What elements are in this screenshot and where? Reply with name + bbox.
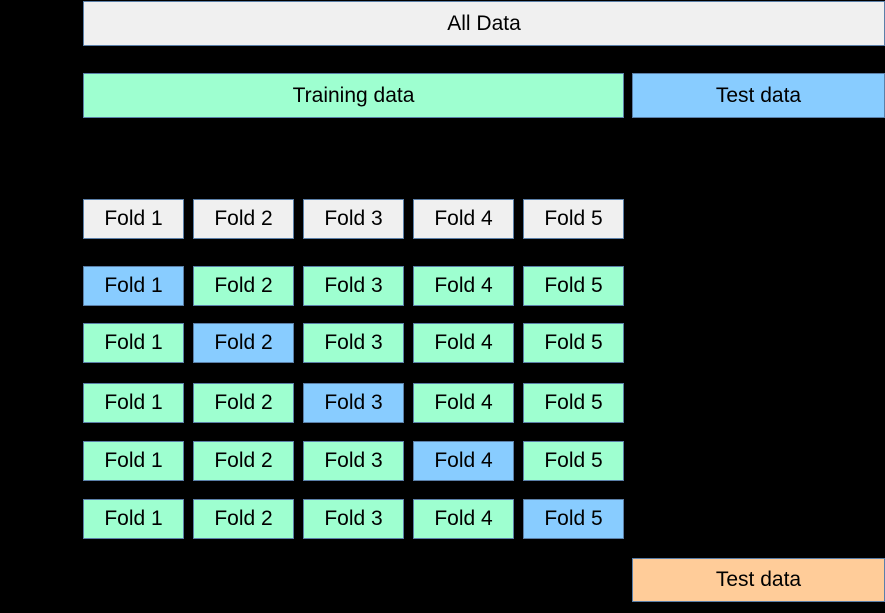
- fold-label: Fold 3: [324, 449, 383, 472]
- split-2-fold-3-training: Fold 3: [303, 323, 404, 363]
- all-data-label: All Data: [447, 11, 521, 35]
- fold-label: Fold 4: [434, 207, 493, 230]
- split-4-fold-3-training: Fold 3: [303, 441, 404, 481]
- split-2-fold-4-training: Fold 4: [413, 323, 514, 363]
- fold-label: Fold 1: [104, 507, 163, 530]
- training-data-label: Training data: [292, 83, 415, 107]
- fold-label: Fold 2: [214, 449, 273, 472]
- fold-label: Fold 1: [104, 207, 163, 230]
- fold-label: Fold 5: [544, 449, 603, 472]
- split-3-fold-5-training: Fold 5: [523, 383, 624, 423]
- fold-label: Fold 4: [434, 507, 493, 530]
- fold-label: Fold 3: [324, 274, 383, 297]
- fold-label: Fold 1: [104, 391, 163, 414]
- fold-header-1: Fold 1: [83, 199, 184, 239]
- fold-label: Fold 3: [324, 391, 383, 414]
- fold-label: Fold 2: [214, 207, 273, 230]
- fold-label: Fold 5: [544, 507, 603, 530]
- fold-label: Fold 5: [544, 207, 603, 230]
- split-4-fold-4-validation: Fold 4: [413, 441, 514, 481]
- final-test-data-label: Test data: [715, 568, 802, 591]
- fold-label: Fold 5: [544, 391, 603, 414]
- fold-header-5: Fold 5: [523, 199, 624, 239]
- fold-label: Fold 1: [104, 331, 163, 354]
- split-3-fold-2-training: Fold 2: [193, 383, 294, 423]
- split-3-fold-1-training: Fold 1: [83, 383, 184, 423]
- split-3-fold-3-validation: Fold 3: [303, 383, 404, 423]
- fold-label: Fold 5: [544, 274, 603, 297]
- split-2-fold-1-training: Fold 1: [83, 323, 184, 363]
- split-4-fold-1-training: Fold 1: [83, 441, 184, 481]
- fold-header-2: Fold 2: [193, 199, 294, 239]
- fold-label: Fold 4: [434, 331, 493, 354]
- fold-label: Fold 2: [214, 331, 273, 354]
- split-1-fold-3-training: Fold 3: [303, 266, 404, 306]
- fold-label: Fold 1: [104, 274, 163, 297]
- split-4-fold-2-training: Fold 2: [193, 441, 294, 481]
- split-5-fold-5-validation: Fold 5: [523, 499, 624, 539]
- fold-header-4: Fold 4: [413, 199, 514, 239]
- fold-label: Fold 4: [434, 274, 493, 297]
- fold-label: Fold 4: [434, 449, 493, 472]
- split-2-fold-5-training: Fold 5: [523, 323, 624, 363]
- test-data-box: Test data: [632, 73, 885, 118]
- fold-label: Fold 3: [324, 207, 383, 230]
- split-1-fold-5-training: Fold 5: [523, 266, 624, 306]
- final-test-data-box: Test data: [632, 558, 885, 602]
- split-3-fold-4-training: Fold 4: [413, 383, 514, 423]
- all-data-box: All Data: [83, 1, 885, 46]
- split-5-fold-1-training: Fold 1: [83, 499, 184, 539]
- fold-label: Fold 2: [214, 507, 273, 530]
- split-1-fold-4-training: Fold 4: [413, 266, 514, 306]
- fold-label: Fold 2: [214, 391, 273, 414]
- fold-label: Fold 2: [214, 274, 273, 297]
- training-data-box: Training data: [83, 73, 624, 118]
- split-5-fold-3-training: Fold 3: [303, 499, 404, 539]
- split-2-fold-2-validation: Fold 2: [193, 323, 294, 363]
- fold-label: Fold 3: [324, 331, 383, 354]
- fold-label: Fold 4: [434, 391, 493, 414]
- test-data-label: Test data: [715, 83, 802, 107]
- split-4-fold-5-training: Fold 5: [523, 441, 624, 481]
- fold-label: Fold 1: [104, 449, 163, 472]
- split-1-fold-2-training: Fold 2: [193, 266, 294, 306]
- fold-label: Fold 3: [324, 507, 383, 530]
- split-5-fold-4-training: Fold 4: [413, 499, 514, 539]
- split-5-fold-2-training: Fold 2: [193, 499, 294, 539]
- fold-label: Fold 5: [544, 331, 603, 354]
- fold-header-3: Fold 3: [303, 199, 404, 239]
- split-1-fold-1-validation: Fold 1: [83, 266, 184, 306]
